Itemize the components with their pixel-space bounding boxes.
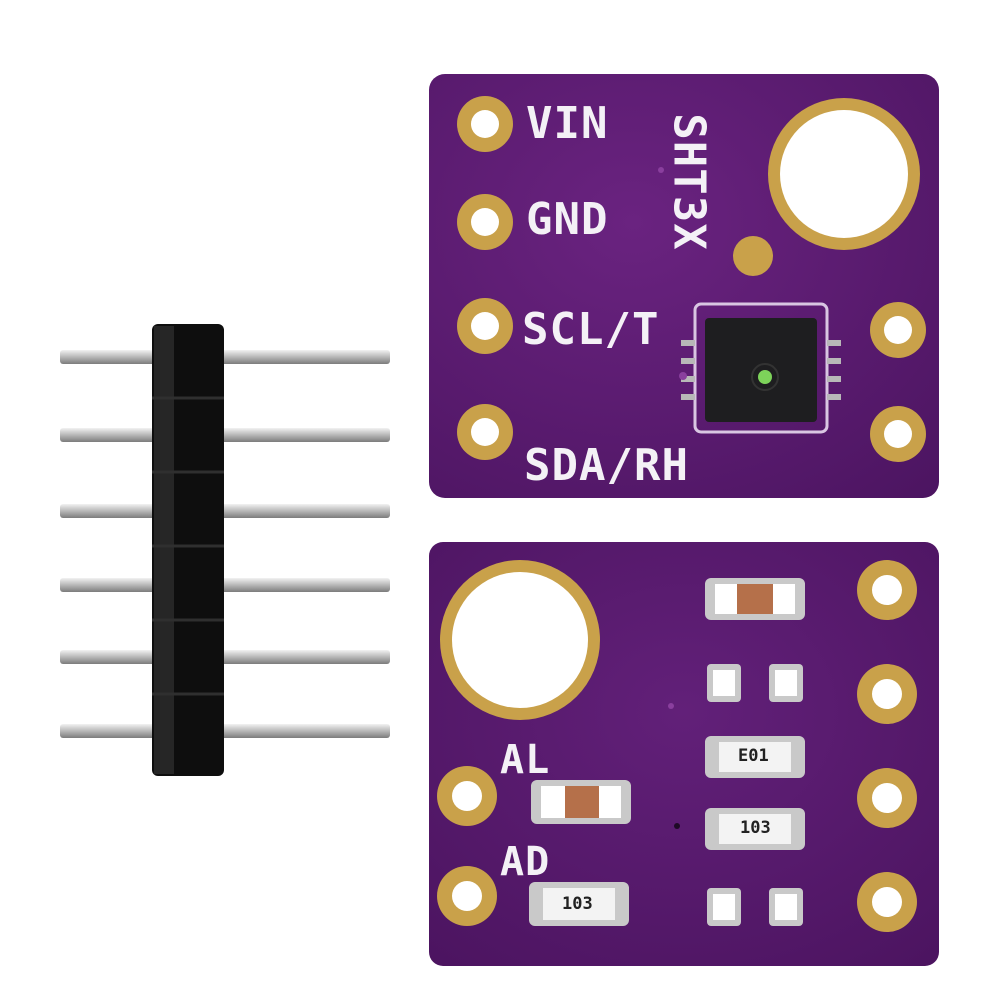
board-bottom [429,542,939,966]
pin-label-vin: VIN [526,98,609,149]
resistor-label-e01: E01 [738,746,769,766]
header-pins [60,350,390,738]
sensor-chip [681,302,841,434]
smd-pads [707,664,803,926]
mounting-hole [768,98,920,250]
gold-pads-left [457,96,513,460]
fiducial [733,236,773,276]
smd-resistor-103-right [705,808,805,850]
gold-pads-left-bottom [437,766,497,926]
pin-label-scl: SCL/T [522,304,660,355]
gold-pads-right [870,302,926,462]
gold-pads-right-bottom [857,560,917,932]
smd-capacitor-al [531,780,631,824]
board-top [429,74,939,498]
jumper-label-ad: AD [500,839,551,885]
pin-label-sda: SDA/RH [524,440,689,491]
resistor-label-103-left: 103 [562,894,593,914]
pin-label-gnd: GND [526,194,609,245]
jumper-label-al: AL [500,737,551,783]
smd-resistor-ad [529,882,629,926]
pin-header [60,324,390,776]
resistor-label-103-right: 103 [740,818,771,838]
smd-capacitor-top [705,578,805,620]
mounting-hole-bottom [440,560,600,720]
chip-name-label: SHT3X [663,113,715,251]
header-plastic [152,324,224,776]
smd-resistor-e01 [705,736,805,778]
